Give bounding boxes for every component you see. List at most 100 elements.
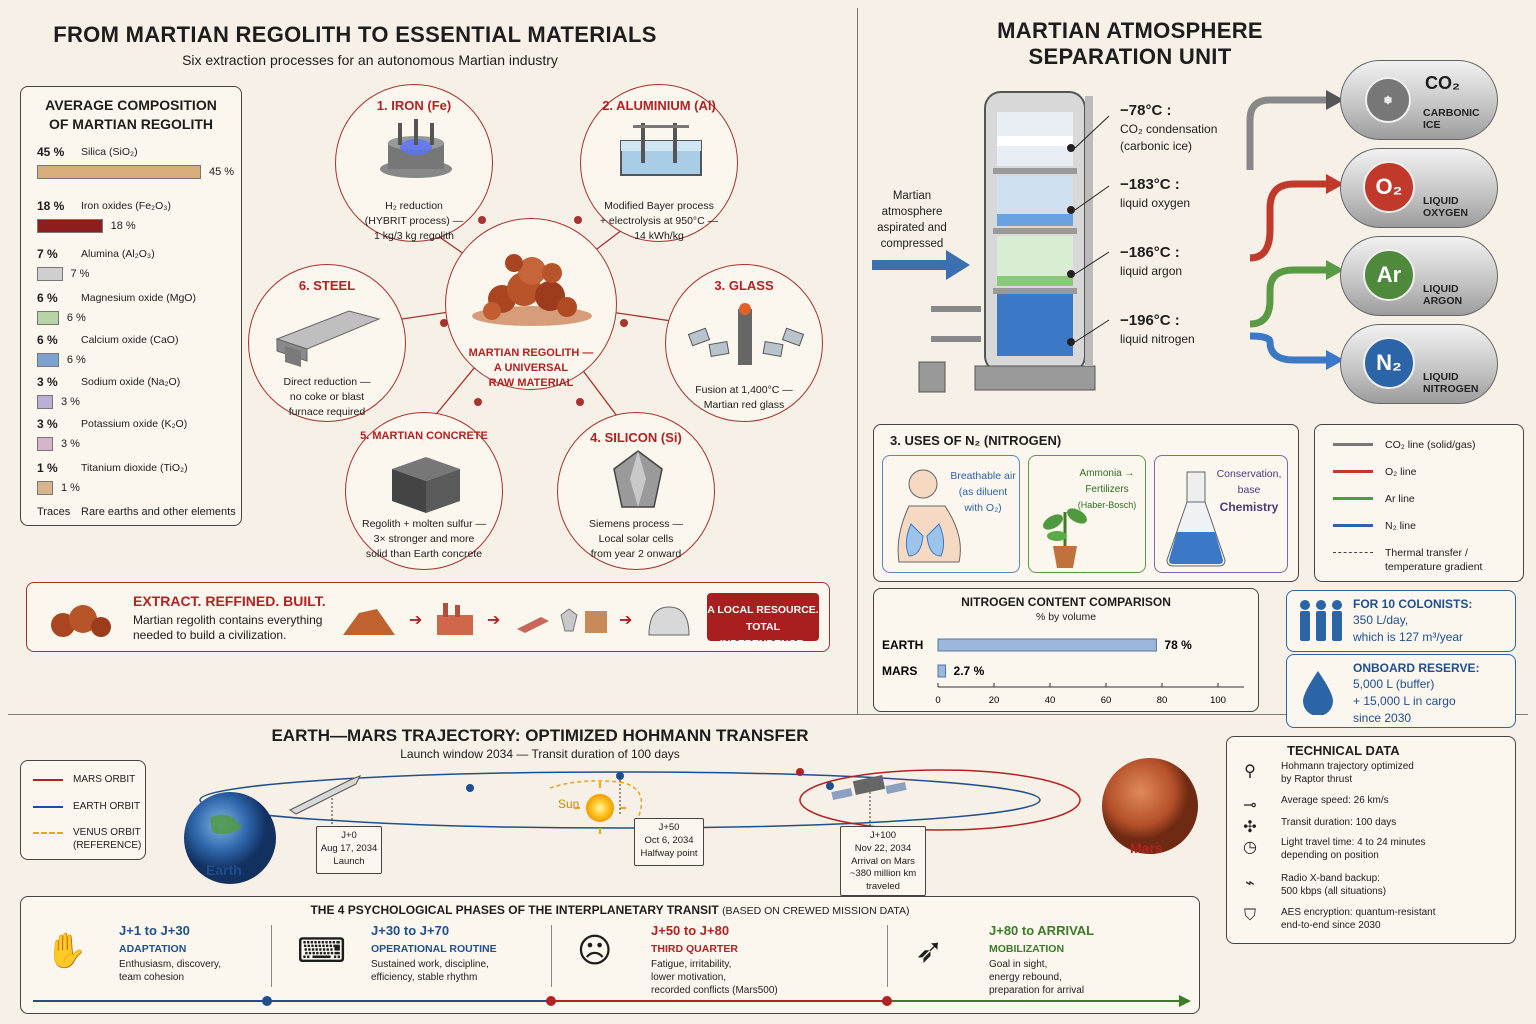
technical-item-line2: 500 kbps (all situations)	[1281, 886, 1387, 897]
process-concrete-text-1: Regolith + molten sulfur —	[361, 518, 487, 530]
running-person-icon: ➶	[915, 932, 944, 970]
tank-co2: ❄ CO₂ CARBONIC ICE	[1340, 60, 1498, 140]
speed-icon: ⊸	[1243, 797, 1257, 814]
composition-name: Potassium oxide (K₂O)	[81, 418, 188, 430]
phase-divider	[887, 925, 888, 987]
reserve-line3: since 2030	[1353, 711, 1412, 725]
horizontal-divider	[8, 714, 1528, 715]
left-title: FROM MARTIAN REGOLITH TO ESSENTIAL MATER…	[53, 22, 657, 47]
use-air-line3: with O₂)	[964, 502, 1002, 514]
composition-pct: 6 %	[37, 333, 58, 347]
phase-timeline	[33, 995, 1191, 1007]
rocket-icon: ⚲	[1244, 763, 1256, 780]
electrolysis-tank-icon	[620, 123, 702, 176]
process-iron-text-2: (HYBRIT process) —	[364, 215, 464, 227]
process-glass: 3. GLASS Fusion at 1,400°C — Martian red…	[665, 264, 823, 422]
composition-bar-label: 6 %	[66, 354, 86, 366]
lungs-icon	[897, 469, 961, 563]
phase-range: J+80 to ARRIVAL	[989, 923, 1095, 938]
milestone-halfway: J+50 Oct 6, 2034 Halfway point	[634, 818, 704, 866]
plant-pot-icon	[1043, 508, 1087, 568]
independence-badge: A LOCAL RESOURCE. TOTAL INDEPENDENCE.	[707, 593, 819, 650]
regolith-pile-icon	[472, 254, 592, 326]
phase-l3: recorded conflicts (Mars500)	[651, 985, 778, 996]
composition-bar-label: 3 %	[61, 396, 80, 408]
left-subtitle: Six extraction processes for an autonomo…	[182, 52, 558, 68]
technical-item-line1: AES encryption: quantum-resistant	[1281, 907, 1436, 918]
crystal-icon	[613, 450, 663, 508]
process-silicon: 4. SILICON (Si) Siemens process — Local …	[557, 412, 715, 570]
water-drop-icon	[1303, 671, 1333, 715]
phases-title-row: THE 4 PSYCHOLOGICAL PHASES OF THE INTERP…	[21, 903, 1199, 917]
composition-name: Titanium dioxide (TiO₂)	[81, 462, 188, 474]
composition-name: Magnesium oxide (MgO)	[81, 292, 196, 304]
phase-range: J+30 to J+70	[371, 923, 450, 938]
reserve-title: ONBOARD RESERVE:	[1353, 661, 1480, 675]
reserve-line1: 5,000 L (buffer)	[1353, 677, 1435, 691]
chart-tick-label: 40	[1045, 695, 1056, 706]
banner-line2: needed to build a civilization.	[133, 628, 287, 642]
stage-o2: −183°C : liquid oxygen	[1120, 174, 1190, 212]
co2-tank-label: CARBONIC ICE	[1423, 107, 1480, 131]
composition-bar-label: 6 %	[66, 312, 86, 324]
composition-name: Iron oxides (Fe₂O₃)	[81, 200, 172, 212]
line-legend: CO₂ line (solid/gas) O₂ line Ar line N₂ …	[1314, 424, 1524, 582]
phase-name: MOBILIZATION	[989, 943, 1065, 955]
chart-bar	[937, 664, 947, 678]
stage-co2-temp: −78°C :	[1120, 102, 1172, 119]
process-aluminium-text-3: 14 kWh/kg	[634, 230, 684, 242]
legend-co2-swatch	[1333, 443, 1373, 446]
stage-co2-line2: (carbonic ice)	[1120, 138, 1193, 153]
reserve-line2: + 15,000 L in cargo	[1353, 694, 1456, 708]
tank-ar: Ar LIQUID ARGON	[1340, 236, 1498, 316]
technical-item-line1: Average speed: 26 km/s	[1281, 795, 1389, 806]
input-line4: compressed	[880, 238, 944, 251]
earth-orbit-label: EARTH ORBIT	[73, 801, 141, 812]
extraction-banner: EXTRACT. REFFINED. BUILT. Martian regoli…	[26, 582, 830, 652]
process-concrete: 5. MARTIAN CONCRETE Regolith + molten su…	[345, 412, 503, 570]
reactor-icon	[380, 119, 452, 178]
steel-beam-icon	[275, 310, 381, 367]
composition-pct: 6 %	[37, 291, 58, 305]
process-steel-title: 6. STEEL	[298, 278, 356, 293]
technical-item-line1: Light travel time: 4 to 24 minutes	[1281, 837, 1426, 848]
orbit-legend: MARS ORBIT EARTH ORBIT VENUS ORBIT (REFE…	[20, 760, 146, 860]
composition-pct: 3 %	[37, 417, 58, 431]
svg-text:➔: ➔	[619, 610, 632, 629]
use-fertilizers: Ammonia → Fertilizers (Haber-Bosch)	[1028, 455, 1146, 573]
process-iron-title: 1. IRON (Fe)	[376, 98, 452, 113]
n2-badge: N₂	[1363, 337, 1415, 389]
earth-orbit-swatch	[33, 806, 63, 808]
composition-bar-label: 3 %	[61, 438, 80, 450]
chart-value-label: 2.7 %	[954, 664, 985, 678]
co2-badge-label: CO₂	[1425, 73, 1460, 93]
nitrogen-chart-subtitle: % by volume	[1035, 611, 1097, 623]
legend-n2-label: N₂ line	[1385, 520, 1416, 532]
ar-tank-label: LIQUID ARGON	[1423, 283, 1463, 307]
separation-column	[918, 91, 1110, 393]
stage-o2-line1: liquid oxygen	[1120, 196, 1191, 210]
process-silicon-text-2: Local solar cells	[598, 533, 674, 545]
milestone-arrival-l1: J+100	[869, 830, 897, 841]
chart-tick-label: 80	[1157, 695, 1168, 706]
use-fert-line3: (Haber-Bosch)	[1077, 500, 1137, 510]
ar-badge: Ar	[1363, 249, 1415, 301]
composition-pct: 18 %	[37, 199, 65, 213]
composition-name: Alumina (Al₂O₃)	[81, 248, 155, 260]
technical-item-line1: Transit duration: 100 days	[1281, 817, 1397, 828]
chart-bar	[937, 638, 1157, 652]
colonists-title: FOR 10 COLONISTS:	[1353, 597, 1473, 611]
composition-bar	[37, 219, 103, 233]
atmosphere-title-2: SEPARATION UNIT	[1028, 44, 1232, 69]
chart-tick-label: 60	[1101, 695, 1112, 706]
badge-line1: A LOCAL RESOURCE.	[707, 604, 819, 616]
legend-o2-label: O₂ line	[1385, 466, 1417, 478]
stage-o2-temp: −183°C :	[1120, 176, 1180, 193]
milestone-halfway-l3: Halfway point	[640, 847, 698, 859]
phase-l1: Fatigue, irritability,	[651, 959, 732, 970]
milestone-halfway-l2: Oct 6, 2034	[644, 834, 694, 846]
composition-pct: 7 %	[37, 247, 58, 261]
composition-title-2: OF MARTIAN REGOLITH	[48, 116, 214, 132]
co2-badge: ❄	[1365, 77, 1411, 123]
